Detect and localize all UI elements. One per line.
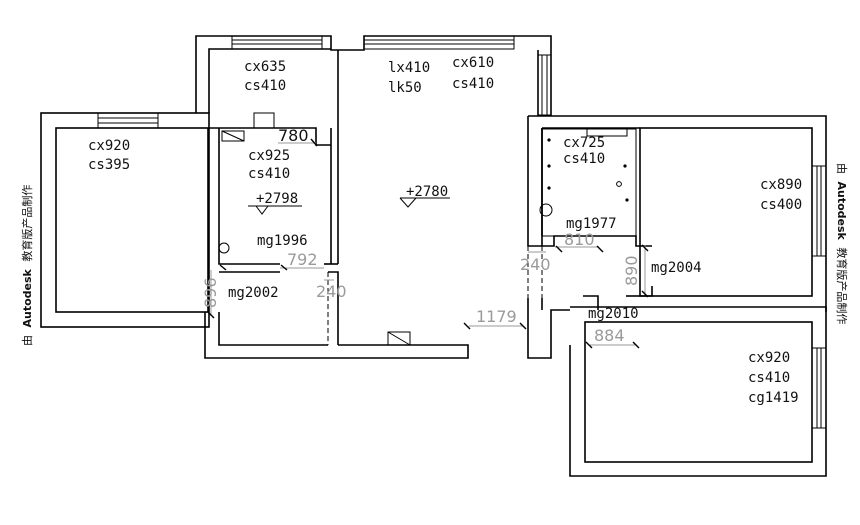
level-label-bath-west: +2798 <box>256 191 298 207</box>
dimension-792: 792 <box>287 250 318 269</box>
door-label-mg1996: mg1996 <box>257 233 308 249</box>
interior-walls <box>218 128 653 345</box>
dimension-890: 890 <box>622 255 641 286</box>
room-label-bath-east-1: cx725 <box>563 135 605 151</box>
room-label-bath-west-2: cs410 <box>248 166 290 182</box>
room-label-living-b-1: cx610 <box>452 55 494 71</box>
watermark-right: 由 Autodesk 教育版产品制作 <box>835 163 849 324</box>
watermark-left-prefix: 由 <box>20 335 34 346</box>
door-label-mg1977: mg1977 <box>566 216 617 232</box>
watermark-left-brand: Autodesk <box>21 268 34 327</box>
dimension-240-east: 240 <box>520 255 551 274</box>
dimension-lines <box>207 138 649 349</box>
fixtures <box>218 130 629 346</box>
level-label-living: +2780 <box>406 184 448 200</box>
watermark-right-brand: Autodesk <box>835 182 848 241</box>
room-label-bath-west-1: cx925 <box>248 148 290 164</box>
room-label-bedroom-east-2: cs400 <box>760 197 802 213</box>
door-label-mg2004: mg2004 <box>651 260 702 276</box>
watermark-left: 由 Autodesk 教育版产品制作 <box>20 185 34 346</box>
level-markers <box>248 197 450 215</box>
door-label-mg2010: mg2010 <box>588 306 639 322</box>
dimension-780: 780 <box>278 126 309 145</box>
dashed-openings <box>327 246 543 345</box>
watermark-right-suffix: 教育版产品制作 <box>835 247 849 324</box>
room-label-bedroom-south-3: cg1419 <box>748 390 799 406</box>
dimension-810: 810 <box>564 230 595 249</box>
room-label-kitchen-2: cs410 <box>244 78 286 94</box>
svg-text:由 Autodesk 教育版产品制作: 由 Autodesk 教育版产品制作 <box>835 163 849 324</box>
room-label-kitchen-1: cx635 <box>244 59 286 75</box>
room-label-bedroom-west-1: cx920 <box>88 138 130 154</box>
room-label-living-a-2: lk50 <box>388 80 422 96</box>
dimension-884: 884 <box>594 326 625 345</box>
room-label-bath-east-2: cs410 <box>563 151 605 167</box>
room-label-bedroom-south-2: cs410 <box>748 370 790 386</box>
room-label-bedroom-east-1: cx890 <box>760 177 802 193</box>
dimension-1179: 1179 <box>476 307 517 326</box>
svg-text:由 Autodesk 教育版产品制作: 由 Autodesk 教育版产品制作 <box>20 185 34 346</box>
room-label-bedroom-west-2: cs395 <box>88 157 130 173</box>
door-label-mg2002: mg2002 <box>228 285 279 301</box>
dimension-896: 896 <box>201 277 220 308</box>
room-label-living-a-1: lx410 <box>388 60 430 76</box>
outer-walls <box>40 35 827 477</box>
room-label-bedroom-south-1: cx920 <box>748 350 790 366</box>
watermark-right-prefix: 由 <box>835 163 849 174</box>
room-label-living-b-2: cs410 <box>452 76 494 92</box>
dimension-240-west: 240 <box>316 282 347 301</box>
windows <box>97 35 827 429</box>
watermark-left-suffix: 教育版产品制作 <box>20 185 34 262</box>
